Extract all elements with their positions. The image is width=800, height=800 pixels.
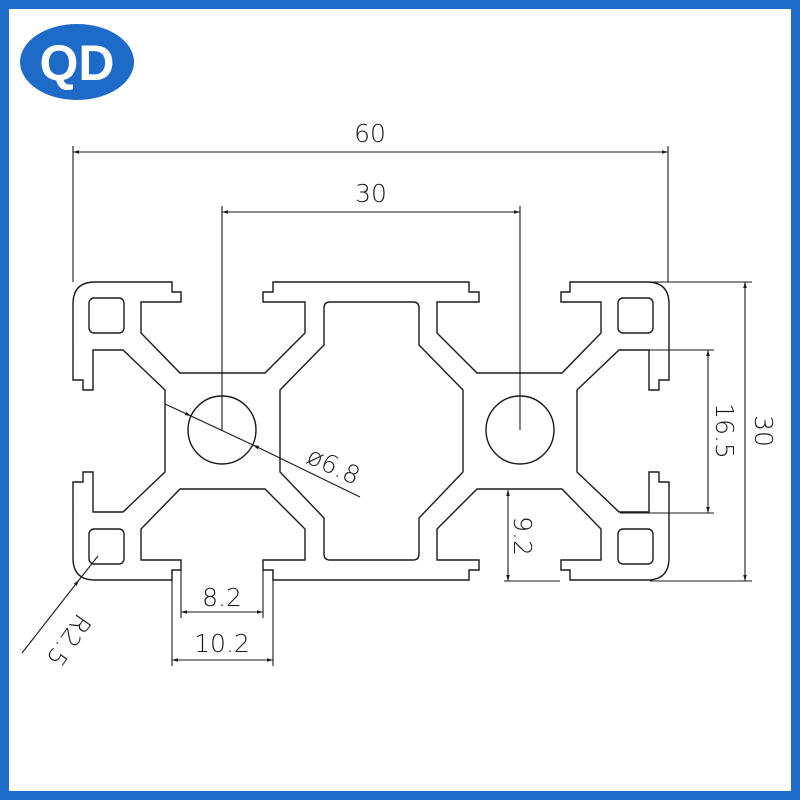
dimension-hole-spacing: 30 (221, 179, 521, 430)
dimension-slot-opening: 8.2 (180, 570, 264, 618)
qd-logo: QD (20, 24, 134, 100)
svg-text:9.2: 9.2 (508, 516, 537, 556)
dimension-inner-height: 16.5 (620, 349, 739, 514)
aluminum-profile-outline (72, 281, 670, 581)
svg-text:16.5: 16.5 (710, 403, 739, 459)
svg-text:30: 30 (749, 415, 778, 447)
dimension-height: 30 (650, 281, 778, 582)
svg-text:10.2: 10.2 (194, 629, 250, 658)
svg-text:QD: QD (40, 35, 115, 91)
svg-text:30: 30 (355, 179, 387, 208)
svg-text:60: 60 (354, 119, 386, 148)
svg-text:8.2: 8.2 (202, 583, 242, 612)
dimension-slot-lip-width: 10.2 (171, 570, 274, 666)
center-cavity (279, 301, 464, 561)
dimension-slot-depth: 9.2 (504, 490, 560, 582)
dimension-corner-radius: R2.5 (21, 555, 99, 672)
dimension-overall-width: 60 (72, 119, 669, 282)
svg-text:ø6.8: ø6.8 (302, 441, 364, 491)
